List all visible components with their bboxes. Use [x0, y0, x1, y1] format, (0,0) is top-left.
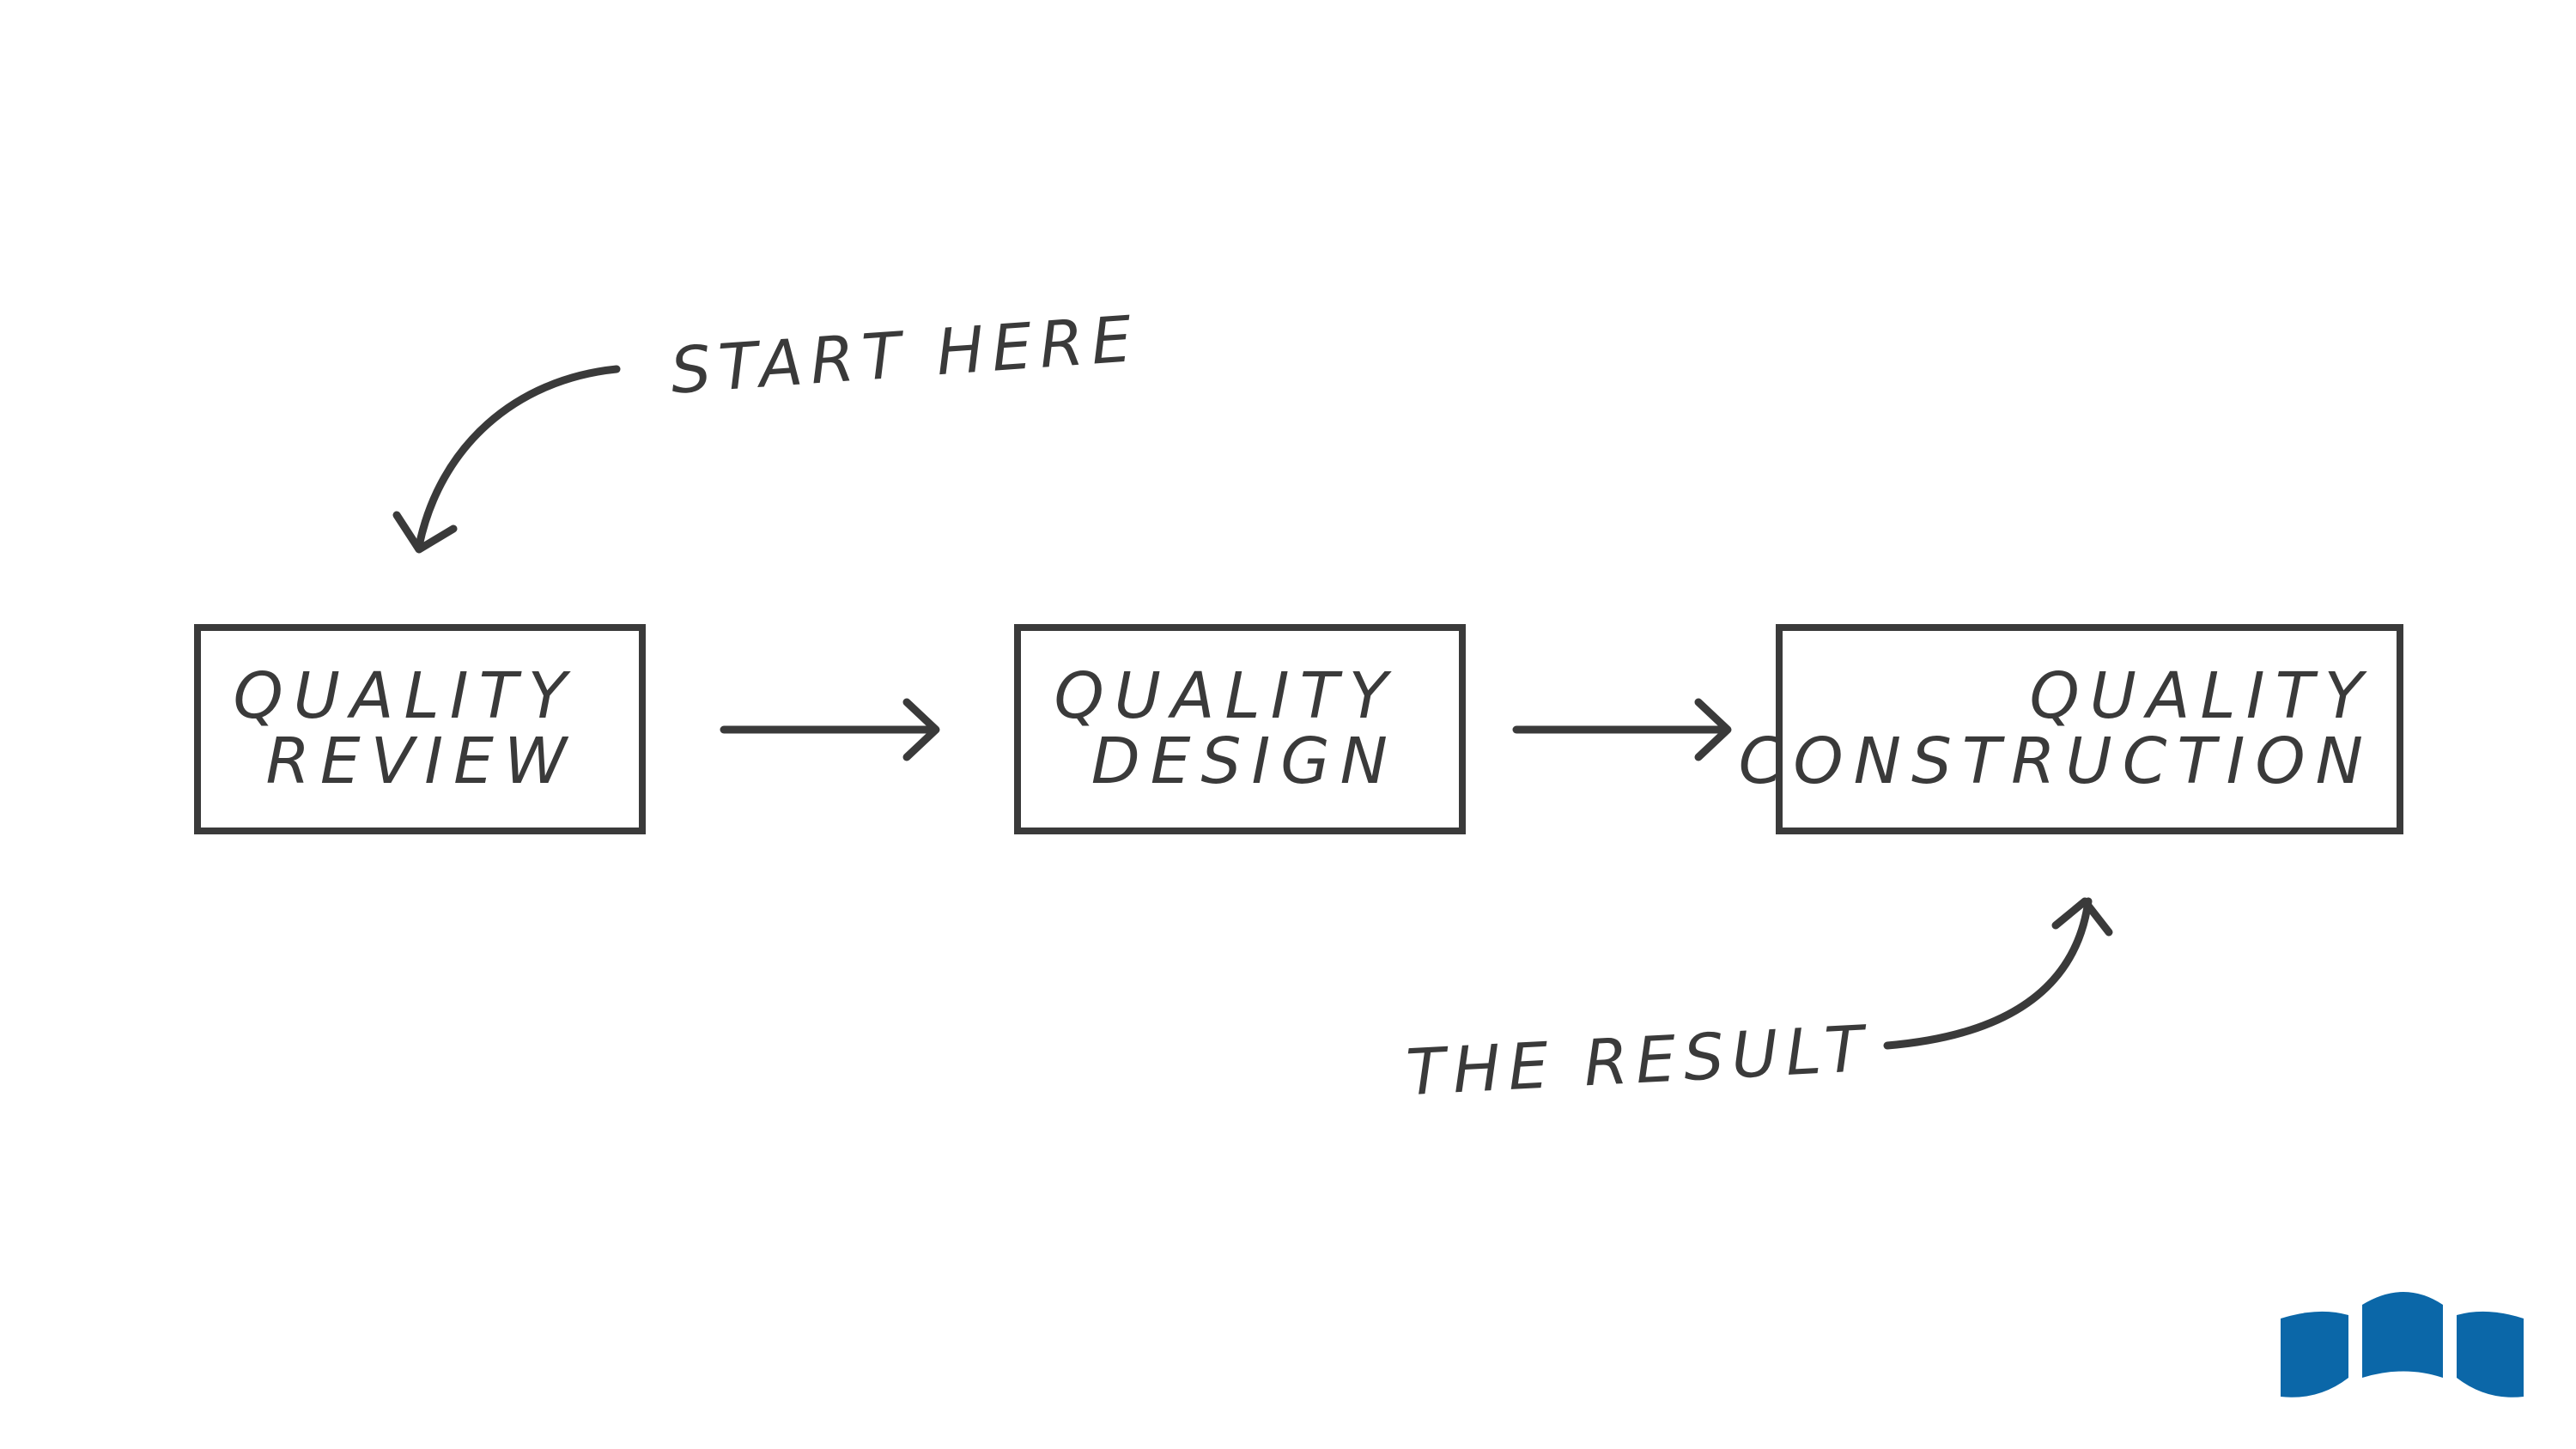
step-box: [1014, 624, 1466, 834]
book-logo-icon: [2281, 1292, 2524, 1397]
start-arrowhead: [392, 511, 458, 554]
step-label-line2: REVIEW: [265, 724, 577, 798]
result-arrowhead: [2051, 897, 2113, 937]
flow-arrow-2: [1512, 698, 1732, 761]
start-curved-arrow: [415, 365, 621, 550]
start-here-annotation: START HERE: [668, 302, 1141, 409]
step-box: [194, 624, 646, 834]
step-quality-design: QUALITY DESIGN: [1014, 624, 1466, 834]
step-label-line1: QUALITY: [2030, 659, 2374, 733]
flow-arrow-1: [720, 698, 940, 761]
step-quality-review: QUALITY REVIEW: [194, 624, 646, 834]
result-curved-arrow: [1883, 897, 2093, 1050]
step-label-line1: QUALITY: [1054, 659, 1399, 733]
step-label-line2: DESIGN: [1091, 724, 1398, 798]
step-label-line1: QUALITY: [234, 659, 578, 733]
the-result-label: THE RESULT: [1405, 1012, 1874, 1110]
step-box: [1776, 624, 2403, 834]
step-quality-construction: QUALITY CONSTRUCTION: [1739, 624, 2403, 834]
the-result-annotation: THE RESULT: [1405, 1012, 1874, 1110]
step-label-line2: CONSTRUCTION: [1739, 724, 2373, 798]
start-here-label: START HERE: [668, 302, 1141, 409]
